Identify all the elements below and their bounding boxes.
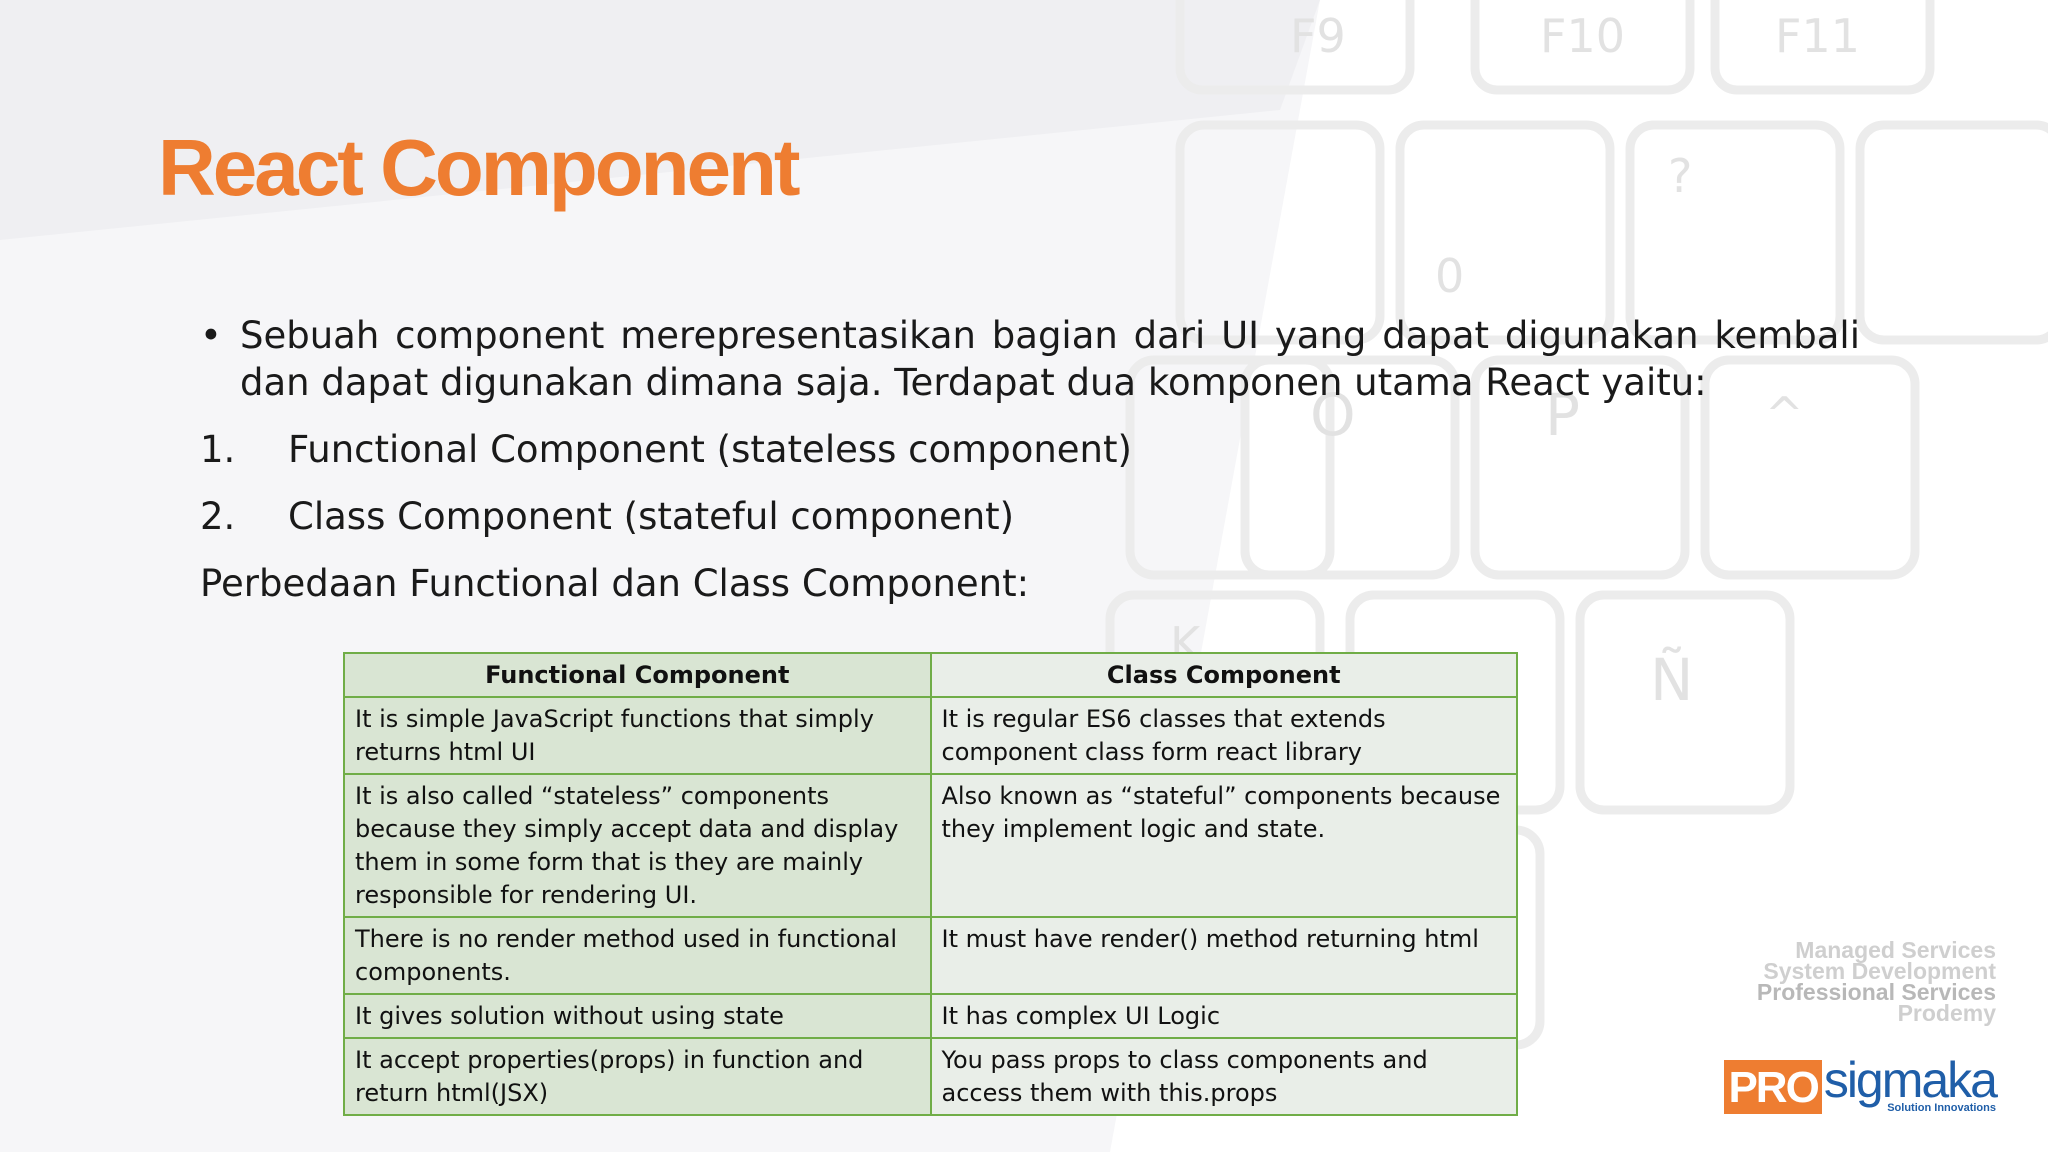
header-class: Class Component xyxy=(929,652,1518,698)
key-label-caret: ^ xyxy=(1765,387,1804,441)
table-row: It is also called “stateless” components… xyxy=(343,773,1518,918)
key-question xyxy=(1625,120,1845,345)
service-item: Professional Services xyxy=(1756,979,1996,1005)
key-caret xyxy=(1700,355,1920,580)
table-row: It accept properties(props) in function … xyxy=(343,1037,1518,1116)
numbered-item: 1. Functional Component (stateless compo… xyxy=(200,426,1860,473)
logo-wordmark: sigmaka Solution Innovations xyxy=(1823,1052,1998,1114)
key-exclaim xyxy=(1855,120,2048,345)
class-cell: You pass props to class components and a… xyxy=(929,1037,1518,1116)
key-label-f11: F11 xyxy=(1775,9,1860,63)
key-i xyxy=(1125,355,1335,580)
slide-title: React Component xyxy=(158,123,800,212)
key-label-question: ? xyxy=(1668,149,1692,203)
functional-cell: It accept properties(props) in function … xyxy=(343,1037,932,1116)
class-cell: Also known as “stateful” components beca… xyxy=(929,773,1518,918)
key-0 xyxy=(1395,120,1615,345)
difference-heading: Perbedaan Functional dan Class Component… xyxy=(200,562,1030,605)
functional-cell: It is simple JavaScript functions that s… xyxy=(343,696,932,775)
table-row: There is no render method used in functi… xyxy=(343,916,1518,995)
class-cell: It must have render() method returning h… xyxy=(929,916,1518,995)
numbered-item-number: 1. xyxy=(200,428,236,471)
functional-cell: It is also called “stateless” components… xyxy=(343,773,932,918)
key-f11 xyxy=(1710,0,1935,95)
key-label-0: 0 xyxy=(1435,249,1464,303)
slide-content: • Sebuah component merepresentasikan bag… xyxy=(200,312,1860,607)
key-label-p: P xyxy=(1545,381,1580,449)
table-header-row: Functional Component Class Component xyxy=(343,652,1518,698)
prosigmaka-logo: PRO sigmaka Solution Innovations xyxy=(1724,1052,1998,1114)
table-row: It gives solution without using state It… xyxy=(343,993,1518,1039)
key-label-f9: F9 xyxy=(1290,9,1346,63)
service-item: Prodemy xyxy=(1897,1000,1996,1026)
key-enye xyxy=(1575,590,1795,815)
services-list: Managed Services System Development Prof… xyxy=(1756,937,1996,1026)
intro-bullet-text: Sebuah component merepresentasikan bagia… xyxy=(240,314,1860,404)
logo-name: sigmaka xyxy=(1823,1052,1998,1108)
numbered-item-text: Functional Component (stateless componen… xyxy=(288,428,1132,471)
background-left-sheen xyxy=(0,0,1320,240)
logo-pro-mark: PRO xyxy=(1724,1060,1822,1114)
key-label-f10: F10 xyxy=(1540,9,1625,63)
class-cell: It has complex UI Logic xyxy=(929,993,1518,1039)
key-label-o: O xyxy=(1310,381,1356,449)
comparison-table: Functional Component Class Component It … xyxy=(343,652,1518,1116)
key-label-enye: Ñ xyxy=(1650,645,1693,714)
numbered-item-number: 2. xyxy=(200,495,236,538)
bullet-dot-icon: • xyxy=(200,314,222,357)
service-item: Managed Services xyxy=(1795,937,1996,963)
key-p xyxy=(1470,355,1690,580)
service-item: System Development xyxy=(1763,958,1996,984)
table-row: It is simple JavaScript functions that s… xyxy=(343,696,1518,775)
numbered-item: 2. Class Component (stateful component) xyxy=(200,493,1860,540)
functional-cell: There is no render method used in functi… xyxy=(343,916,932,995)
logo-tagline: Solution Innovations xyxy=(1887,1102,1996,1114)
key-9 xyxy=(1175,120,1385,345)
numbered-item-text: Class Component (stateful component) xyxy=(288,495,1015,538)
key-f10 xyxy=(1470,0,1695,95)
intro-bullet: • Sebuah component merepresentasikan bag… xyxy=(200,312,1860,406)
key-o xyxy=(1240,355,1460,580)
functional-cell: It gives solution without using state xyxy=(343,993,932,1039)
key-f9 xyxy=(1175,0,1415,95)
class-cell: It is regular ES6 classes that extends c… xyxy=(929,696,1518,775)
header-functional: Functional Component xyxy=(343,652,932,698)
